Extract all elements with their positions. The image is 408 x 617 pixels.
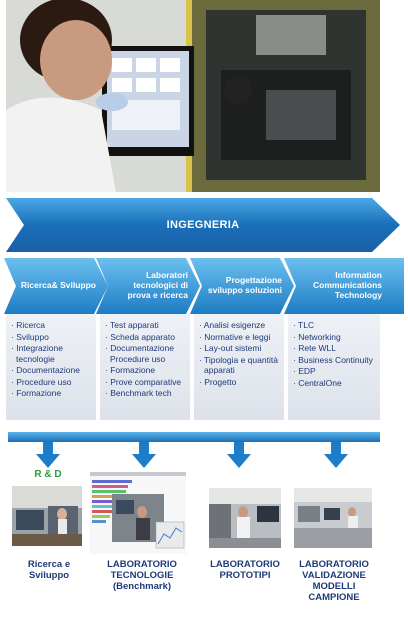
rd-tag: R & D bbox=[34, 469, 62, 480]
list-item: Integrazione tecnologie bbox=[10, 343, 92, 364]
list-item: Documentazione Procedure uso bbox=[104, 343, 186, 364]
list-item: Rete WLL bbox=[292, 343, 376, 354]
list-item: Test apparati bbox=[104, 320, 186, 331]
lab-technician-photo bbox=[6, 0, 380, 192]
list-item: Progetto bbox=[198, 377, 280, 388]
lab-label-tecnologie: LABORATORIO TECNOLOGIE (Benchmark) bbox=[107, 559, 177, 592]
list-item: Formazione bbox=[10, 388, 92, 399]
list-item: Scheda apparato bbox=[104, 332, 186, 343]
down-arrow-icon bbox=[324, 442, 348, 468]
list-item: EDP bbox=[292, 366, 376, 377]
lab-photo-tecnologie bbox=[90, 472, 186, 554]
list-item: CentralOne bbox=[292, 378, 376, 389]
lab-photo-prototipi bbox=[209, 488, 281, 548]
lab-label-validazione: LABORATORIO VALIDAZIONE MODELLI CAMPIONE bbox=[299, 559, 369, 603]
column-title-ricerca-sviluppo: Ricerca& Sviluppo bbox=[20, 280, 96, 290]
lab-label-prototipi: LABORATORIO PROTOTIPI bbox=[210, 559, 280, 581]
list-item: Sviluppo bbox=[10, 332, 92, 343]
column-title-laboratori-tecnologici: Laboratori tecnologici di prova e ricerc… bbox=[127, 270, 188, 300]
list-item: Normative e leggi bbox=[198, 332, 280, 343]
list-item: TLC bbox=[292, 320, 376, 331]
list-item: Prove comparative bbox=[104, 377, 186, 388]
bottom-connector-bar bbox=[8, 432, 380, 442]
list-progettazione: Analisi esigenze Normative e leggi Lay-o… bbox=[194, 314, 284, 420]
lab-label-ricerca-sviluppo: Ricerca e Sviluppo bbox=[27, 559, 71, 581]
ingegneria-title: INGEGNERIA bbox=[166, 219, 240, 231]
chevron-laboratori-tecnologici bbox=[96, 258, 200, 314]
list-ict: TLC Networking Rete WLL Business Continu… bbox=[288, 314, 380, 420]
list-item: Business Continuity bbox=[292, 355, 376, 366]
chevron-progettazione bbox=[190, 258, 294, 314]
list-item: Ricerca bbox=[10, 320, 92, 331]
list-item: Procedure uso bbox=[10, 377, 92, 388]
lab-photo-validazione bbox=[294, 488, 372, 548]
ingegneria-header-arrow bbox=[6, 198, 400, 252]
list-item: Lay-out sistemi bbox=[198, 343, 280, 354]
list-item: Formazione bbox=[104, 365, 186, 376]
list-item: Analisi esigenze bbox=[198, 320, 280, 331]
column-title-ict: Information Communications Technology bbox=[313, 270, 382, 300]
list-item: Documentazione bbox=[10, 365, 92, 376]
column-title-progettazione: Progettazione sviluppo soluzioni bbox=[207, 275, 282, 295]
list-laboratori-tecnologici: Test apparati Scheda apparato Documentaz… bbox=[100, 314, 190, 420]
chevron-ricerca-sviluppo bbox=[4, 258, 108, 314]
list-item: Benchmark tech bbox=[104, 388, 186, 399]
list-item: Tipologia e quantità apparati bbox=[198, 355, 280, 376]
list-ricerca-sviluppo: Ricerca Sviluppo Integrazione tecnologie… bbox=[6, 314, 96, 420]
down-arrow-icon bbox=[36, 442, 60, 468]
down-arrow-icon bbox=[132, 442, 156, 468]
down-arrow-icon bbox=[227, 442, 251, 468]
list-item: Networking bbox=[292, 332, 376, 343]
lab-photo-ricerca bbox=[12, 486, 82, 546]
chevron-ict bbox=[284, 258, 404, 314]
